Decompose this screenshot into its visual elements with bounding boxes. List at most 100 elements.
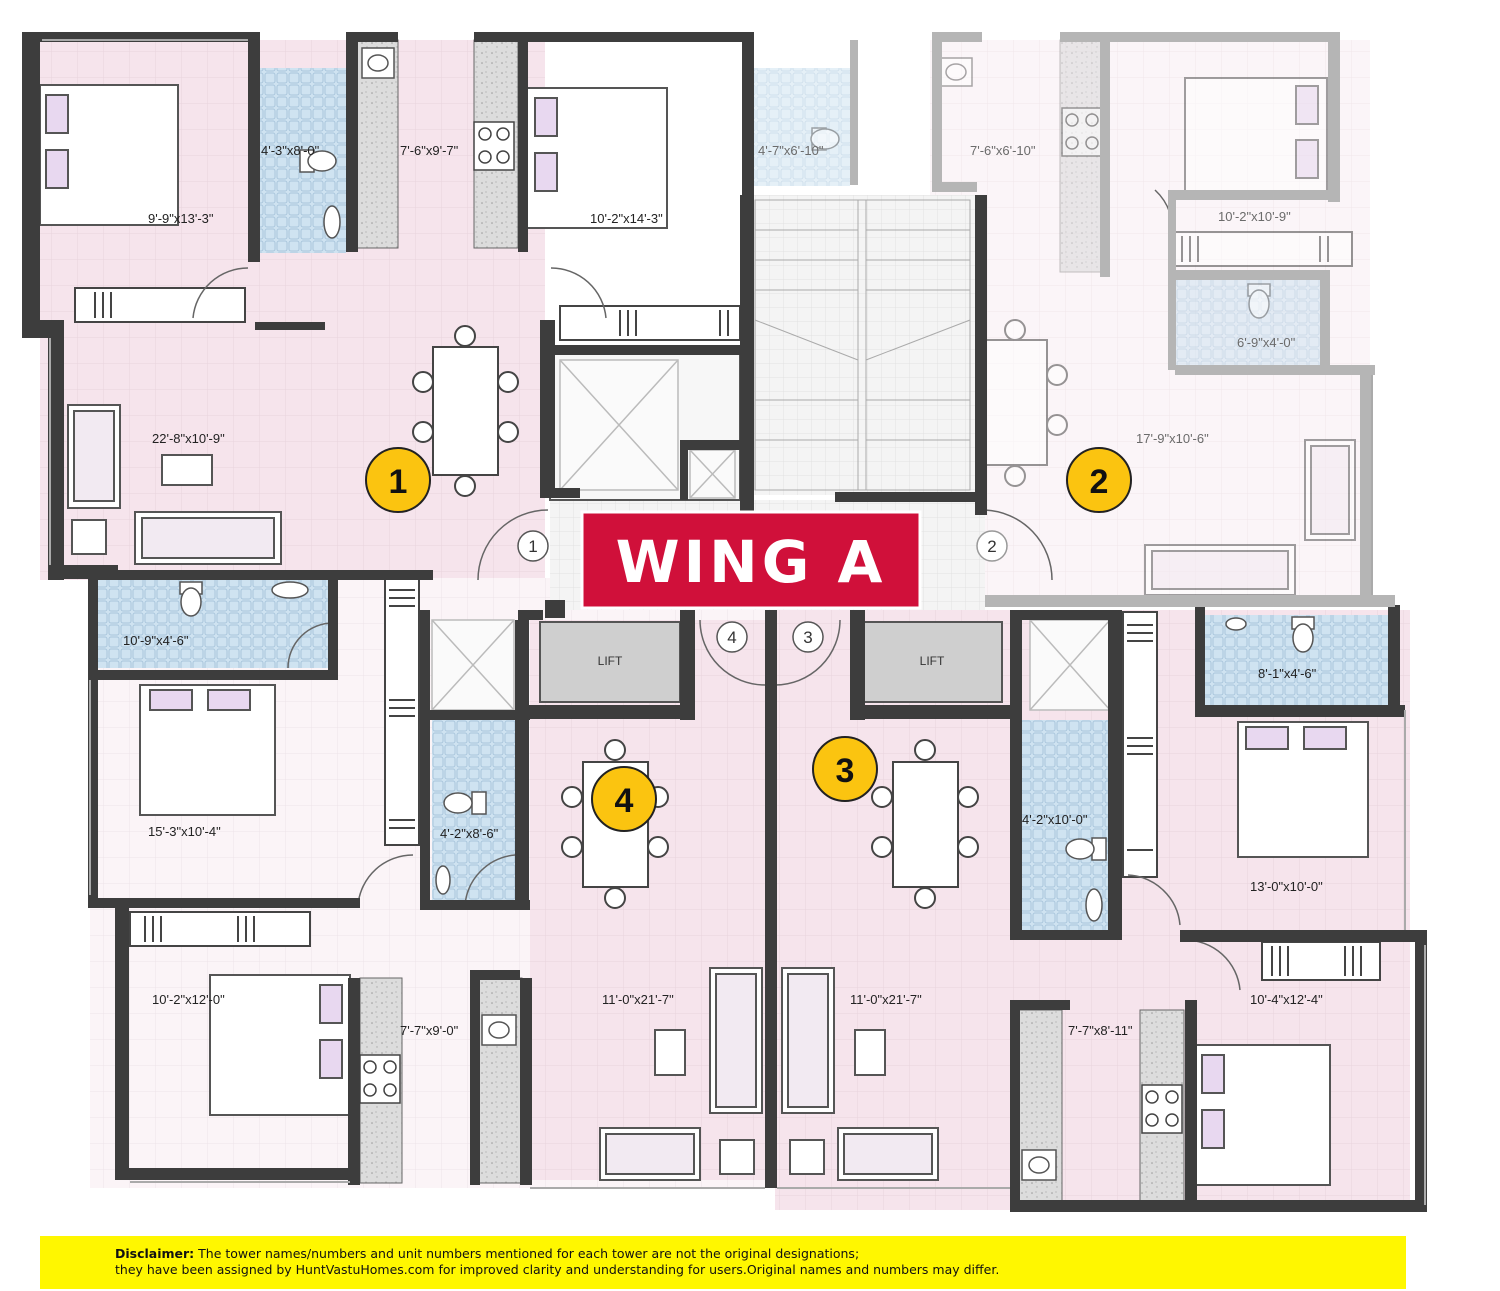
dim-u1-kitchen: 7'-6"x9'-7" xyxy=(400,143,459,158)
lifts xyxy=(539,621,1003,703)
kitchen-counters xyxy=(355,39,1185,1206)
wardrobe-icon xyxy=(1261,941,1381,981)
wardrobe-icon xyxy=(559,305,741,341)
dim-u4-bath-mid: 4'-2"x8'-6" xyxy=(440,826,499,841)
sofa-icon xyxy=(599,1127,701,1181)
toilet-icon xyxy=(179,581,203,617)
coffee-table xyxy=(854,1029,886,1076)
dim-u2-kitchen: 7'-6"x6'-10" xyxy=(970,143,1036,158)
svg-text:2: 2 xyxy=(1090,463,1109,501)
dim-u3-bath-mid: 4'-2"x10'-0" xyxy=(1022,812,1088,827)
hob-icon xyxy=(473,121,515,171)
sink-icon xyxy=(271,581,309,599)
dim-u1-bed-left: 9'-9"x13'-3" xyxy=(148,211,214,226)
dining-table-icon xyxy=(984,319,1068,487)
dim-u3-living: 11'-0"x21'-7" xyxy=(850,992,922,1007)
lift-label-left: LIFT xyxy=(598,654,623,668)
hob-icon xyxy=(1061,107,1103,157)
hob-icon xyxy=(1141,1084,1183,1134)
side-table xyxy=(71,519,107,555)
unit-marker-2: 2 xyxy=(1066,447,1132,513)
bed-icon xyxy=(1237,721,1369,858)
coffee-table xyxy=(161,454,213,486)
u2-bath-top xyxy=(750,68,850,186)
disclaimer-line-1: Disclaimer: The tower names/numbers and … xyxy=(115,1246,1406,1262)
dim-u1-bed-right: 10'-2"x14'-3" xyxy=(590,211,663,226)
dim-u2-bath-top: 4'-7"x6'-10" xyxy=(758,143,824,158)
dim-u2-bed: 10'-2"x10'-9" xyxy=(1218,209,1291,224)
door-marker-4: 4 xyxy=(716,621,748,653)
sink-icon xyxy=(1085,888,1103,922)
sofa-icon xyxy=(781,967,835,1114)
beds xyxy=(39,77,1369,1186)
toilet-icon xyxy=(443,791,487,815)
sofa-icon xyxy=(709,967,763,1114)
sink-icon xyxy=(481,1014,517,1046)
side-table xyxy=(719,1139,755,1175)
bed-icon xyxy=(209,974,351,1116)
dim-u3-bath-top: 8'-1"x4'-6" xyxy=(1258,666,1317,681)
door-markers: 1 2 3 4 xyxy=(517,530,1008,653)
hob-icon xyxy=(359,1054,401,1104)
svg-text:2: 2 xyxy=(987,537,996,556)
dim-u3-kitchen: 7'-7"x8'-11" xyxy=(1068,1023,1133,1038)
bathrooms xyxy=(98,68,1390,935)
bed-icon xyxy=(39,84,179,226)
toilet-icon xyxy=(299,149,337,173)
wing-label-text: WING A xyxy=(616,528,887,596)
stair-core xyxy=(750,195,975,495)
room-dimensions: 9'-9"x13'-3" 4'-3"x8'-0" 7'-6"x9'-7" 10'… xyxy=(123,143,1323,1038)
dim-u4-bath-top: 10'-9"x4'-6" xyxy=(123,633,189,648)
sofa-icon xyxy=(67,404,121,509)
sink-icon xyxy=(323,205,341,239)
sofas xyxy=(67,404,1356,1181)
unit-marker-1: 1 xyxy=(365,447,431,513)
wing-label: WING A xyxy=(580,510,922,610)
dim-u1-bath: 4'-3"x8'-0" xyxy=(261,143,320,158)
bed-icon xyxy=(526,87,668,229)
wardrobe-icon xyxy=(74,287,246,323)
wardrobe-icon xyxy=(1171,231,1353,267)
coffee-table xyxy=(654,1029,686,1076)
dining-table-icon xyxy=(871,739,979,909)
unit-markers: 1 2 3 4 xyxy=(365,447,1132,832)
hob-icons xyxy=(359,107,1183,1134)
wardrobes xyxy=(74,231,1381,981)
dining-tables xyxy=(412,319,1068,909)
disclaimer-label: Disclaimer: xyxy=(115,1246,195,1261)
toilet-icon xyxy=(1065,837,1107,861)
unit-marker-4: 4 xyxy=(591,766,657,832)
lift-label-right: LIFT xyxy=(920,654,945,668)
sink-icon xyxy=(435,865,451,895)
svg-text:1: 1 xyxy=(389,463,408,501)
door-swings xyxy=(192,189,1241,991)
door-marker-2: 2 xyxy=(976,530,1008,562)
sink-icon xyxy=(361,47,395,79)
wardrobe-icon xyxy=(384,574,420,846)
dining-table-icon xyxy=(412,325,519,497)
lift-left xyxy=(539,621,681,703)
sofa-icon xyxy=(1304,439,1356,541)
sink-icons xyxy=(271,47,1247,1181)
sink-icon xyxy=(1021,1149,1057,1181)
toilet-icons xyxy=(179,127,1315,861)
svg-text:1: 1 xyxy=(528,537,537,556)
unit-marker-3: 3 xyxy=(812,736,878,802)
duct-marks xyxy=(431,359,1111,711)
dim-u4-bed-top: 15'-3"x10'-4" xyxy=(148,824,221,839)
bed-icon xyxy=(1194,1044,1331,1186)
dim-u1-living: 22'-8"x10'-9" xyxy=(152,431,225,446)
lift-right xyxy=(861,621,1003,703)
toilet-icon xyxy=(1291,616,1315,653)
door-marker-1: 1 xyxy=(517,530,549,562)
sofa-icon xyxy=(134,511,282,565)
svg-text:3: 3 xyxy=(803,628,812,647)
windows xyxy=(42,39,1426,1205)
bed-icon xyxy=(1184,77,1328,194)
sink-icon xyxy=(939,57,973,87)
toilet-icon xyxy=(1247,283,1271,319)
walls-faded xyxy=(850,32,1395,607)
dim-u4-living: 11'-0"x21'-7" xyxy=(602,992,674,1007)
toilet-icon xyxy=(810,127,840,151)
sofa-icon xyxy=(1144,544,1296,596)
